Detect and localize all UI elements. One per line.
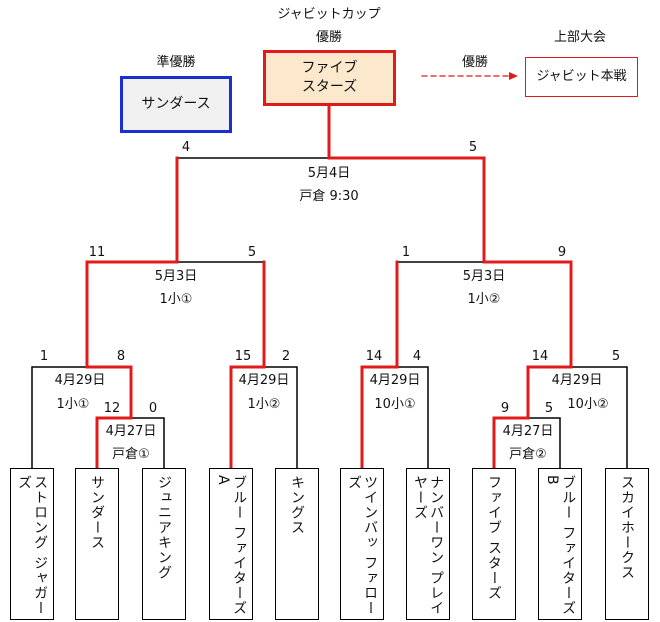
qf4-venue: 10小② — [567, 397, 609, 412]
prelim2-score-right: 5 — [544, 401, 554, 416]
qf2-score-left: 15 — [234, 349, 252, 364]
champion-name-line2: スターズ — [301, 79, 358, 95]
team-name: スカイホークス — [619, 475, 636, 580]
prelim1-score-left: 12 — [103, 401, 121, 416]
runner-up-label: 準優勝 — [156, 55, 196, 70]
upper-name: ジャビット本戦 — [536, 69, 627, 85]
runner-up-name: サンダース — [141, 96, 211, 113]
champion-name-line1: ファイブ — [301, 60, 358, 77]
team-name: キングス — [289, 475, 306, 535]
team-name: ストロング ジャガーズ — [16, 475, 49, 616]
qf4-date: 4月29日 — [551, 373, 603, 388]
upper-box: ジャビット本戦 — [525, 57, 638, 97]
qf3-date: 4月29日 — [369, 373, 421, 388]
team-box: ジュニアキング — [142, 468, 186, 620]
semi2-date: 5月3日 — [462, 269, 506, 284]
prelim1-score-right: 0 — [148, 401, 158, 416]
prelim2-score-left: 9 — [500, 401, 510, 416]
upper-arrow-head — [509, 72, 518, 80]
prelim2-venue: 戸倉② — [509, 447, 547, 462]
prelim2-date: 4月27日 — [502, 424, 554, 439]
qf1-score-left: 1 — [39, 349, 49, 364]
team-name: ナンバーワン プレイヤーズ — [412, 475, 445, 616]
team-name: ジュニアキング — [156, 475, 173, 580]
prelim1-winner-line — [95, 416, 133, 470]
qf4-score-left: 14 — [531, 349, 549, 364]
qf2-venue: 1小② — [247, 397, 281, 412]
final-score-left: 4 — [181, 140, 191, 155]
qf4-bracket-right — [570, 366, 628, 469]
champion-box: ファイブ スターズ — [263, 50, 396, 106]
final-score-right: 5 — [468, 140, 478, 155]
team-name: サンダース — [89, 475, 106, 550]
qf4-score-right: 5 — [611, 349, 621, 364]
final-date: 5月4日 — [307, 166, 351, 181]
team-box: ファイブ スターズ — [472, 468, 516, 620]
semi2-venue: 1小② — [467, 292, 501, 307]
upper-label: 上部大会 — [553, 30, 607, 45]
qf2-date: 4月29日 — [238, 373, 290, 388]
team-box: ツインバッ ファローズ — [340, 468, 384, 620]
team-box: ナンバーワン プレイヤーズ — [406, 468, 450, 620]
semi1-date: 5月3日 — [154, 269, 198, 284]
qf1-winner-line — [85, 365, 133, 420]
qf4-winner-line — [526, 365, 573, 420]
team-box: スカイホークス — [605, 468, 649, 620]
team-box: ブルー ファイターズB — [538, 468, 582, 620]
team-name: ツインバッ ファローズ — [346, 475, 379, 616]
qf1-bracket-left — [31, 366, 88, 469]
champion-label: 優勝 — [315, 30, 343, 45]
semi2-score-left: 1 — [401, 245, 411, 260]
semi1-score-left: 11 — [88, 245, 106, 260]
qf3-venue: 10小① — [374, 397, 416, 412]
qf2-winner-line — [229, 260, 266, 470]
prelim1-date: 4月27日 — [105, 424, 157, 439]
qf1-date: 4月29日 — [54, 373, 106, 388]
prelim2-winner-line — [492, 416, 530, 470]
final-venue: 戸倉 9:30 — [299, 189, 359, 204]
qf2-score-right: 2 — [281, 349, 291, 364]
final-winner-line — [327, 105, 486, 264]
team-box: ストロング ジャガーズ — [10, 468, 54, 620]
cup-title: ジャビットカップ — [277, 7, 381, 22]
prelim1-venue: 戸倉① — [112, 447, 150, 462]
semi2-winner-line — [482, 260, 573, 369]
team-name: ブルー ファイターズA — [215, 475, 248, 616]
qf3-score-left: 14 — [365, 349, 383, 364]
qf1-venue: 1小① — [56, 397, 90, 412]
runner-up-box: サンダース — [120, 76, 232, 133]
team-box: ブルー ファイターズA — [209, 468, 253, 620]
upper-arrow-label: 優勝 — [461, 55, 489, 70]
qf1-score-right: 8 — [116, 349, 126, 364]
prelim1-bracket-right — [130, 417, 165, 469]
team-name: ブルー ファイターズB — [544, 475, 577, 616]
qf3-winner-line — [360, 260, 399, 470]
prelim2-bracket-right — [527, 417, 561, 469]
team-name: ファイブ スターズ — [486, 475, 503, 601]
qf3-score-right: 4 — [412, 349, 422, 364]
team-box: キングス — [275, 468, 319, 620]
semi2-score-right: 9 — [557, 245, 567, 260]
qf3-bracket-right — [396, 366, 429, 469]
semi1-winner-line — [85, 156, 179, 369]
semi1-venue: 1小① — [159, 292, 193, 307]
semi1-score-right: 5 — [247, 245, 257, 260]
qf2-bracket-right — [263, 366, 298, 469]
team-box: サンダース — [75, 468, 119, 620]
